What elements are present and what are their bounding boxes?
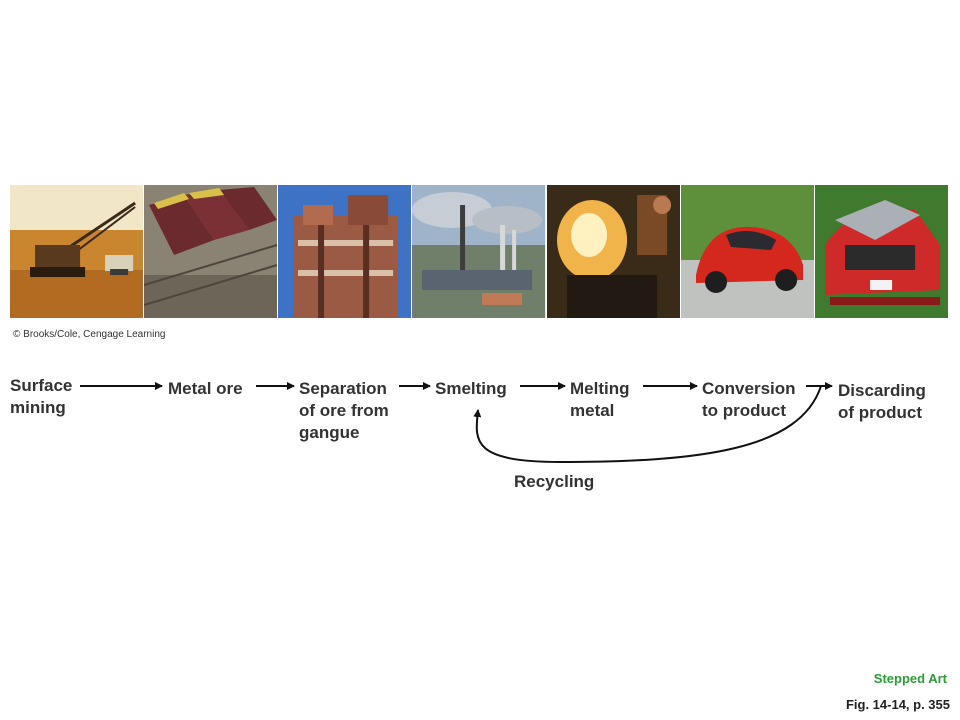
surface-mining-photo: [10, 185, 144, 318]
stepped-art-label: Stepped Art: [873, 671, 947, 686]
step-metal-ore: Metal ore: [168, 379, 243, 398]
recycling-arrow: [473, 385, 822, 464]
wrecked-car-photo: [814, 185, 948, 318]
step-conversion: Conversion to product: [702, 379, 796, 420]
step-surface-mining: Surface mining: [10, 376, 73, 417]
step-discarding: Discarding of product: [838, 381, 926, 422]
step-separation: Separation of ore from gangue: [299, 379, 389, 442]
figure-reference: Fig. 14-14, p. 355: [845, 697, 950, 712]
red-car-photo: [680, 185, 814, 318]
step-smelting: Smelting: [435, 379, 507, 398]
recycling-label: Recycling: [514, 472, 594, 491]
photo-strip: [10, 185, 948, 318]
step-melting-metal: Melting metal: [570, 379, 630, 420]
molten-metal-photo: [546, 185, 680, 318]
copyright-notice: © Brooks/Cole, Cengage Learning: [13, 329, 166, 340]
ore-train-photo: [144, 185, 278, 318]
separation-plant-photo: [278, 185, 412, 318]
smelter-photo: [412, 185, 546, 318]
